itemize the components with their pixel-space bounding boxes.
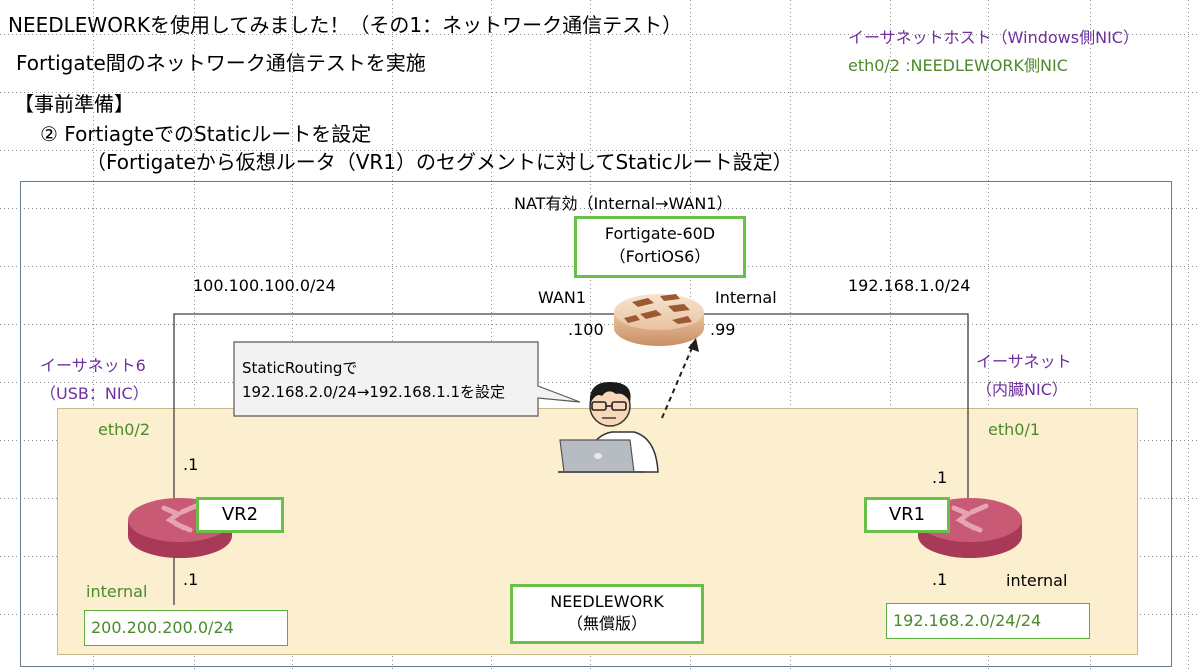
callout-line-1: StaticRoutingで — [242, 357, 357, 378]
wan-network: 100.100.100.0/24 — [193, 276, 336, 295]
right-internal-label: internal — [1006, 571, 1067, 590]
right-nic-type: （内臓NIC） — [976, 376, 1068, 400]
vr1-bottom-ip: .1 — [932, 570, 947, 589]
nat-label: NAT有効（Internal→WAN1） — [514, 190, 733, 214]
lan-ip: .99 — [710, 320, 735, 339]
left-internal-label: internal — [86, 582, 147, 601]
wan-ip: .100 — [568, 320, 604, 339]
callout-line-2: 192.168.2.0/24→192.168.1.1を設定 — [242, 381, 505, 402]
right-eth-label: eth0/1 — [988, 420, 1040, 439]
needlework-box: NEEDLEWORK （無償版） — [510, 584, 704, 644]
left-network-box: 200.200.200.0/24 — [84, 610, 288, 646]
firewall-icon — [610, 284, 708, 352]
lan-network: 192.168.1.0/24 — [848, 276, 970, 295]
right-network-box: 192.168.2.0/24/24 — [886, 603, 1090, 639]
left-nic-name: イーサネット6 — [40, 352, 146, 376]
vr2-top-ip: .1 — [183, 455, 198, 474]
left-nic-type: （USB：NIC） — [40, 380, 149, 404]
wan-port-label: WAN1 — [538, 288, 586, 307]
vr2-label: VR2 — [196, 497, 284, 533]
fortigate-os: （FortiOS6） — [577, 246, 743, 268]
left-network: 200.200.200.0/24 — [91, 618, 234, 637]
vr1-top-ip: .1 — [932, 468, 947, 487]
lan-port-label: Internal — [715, 288, 777, 307]
right-network: 192.168.2.0/24/24 — [893, 611, 1041, 630]
right-nic-name: イーサネット — [976, 348, 1072, 372]
fortigate-model: Fortigate-60D — [577, 222, 743, 246]
vr2-bottom-ip: .1 — [183, 570, 198, 589]
needlework-name: NEEDLEWORK — [513, 591, 701, 613]
operator-icon — [558, 376, 668, 476]
callout-bubble — [230, 338, 590, 422]
left-eth-label: eth0/2 — [98, 420, 150, 439]
needlework-edition: （無償版） — [513, 613, 701, 635]
vr1-label: VR1 — [864, 497, 950, 533]
fortigate-label-box: Fortigate-60D （FortiOS6） — [574, 216, 746, 278]
